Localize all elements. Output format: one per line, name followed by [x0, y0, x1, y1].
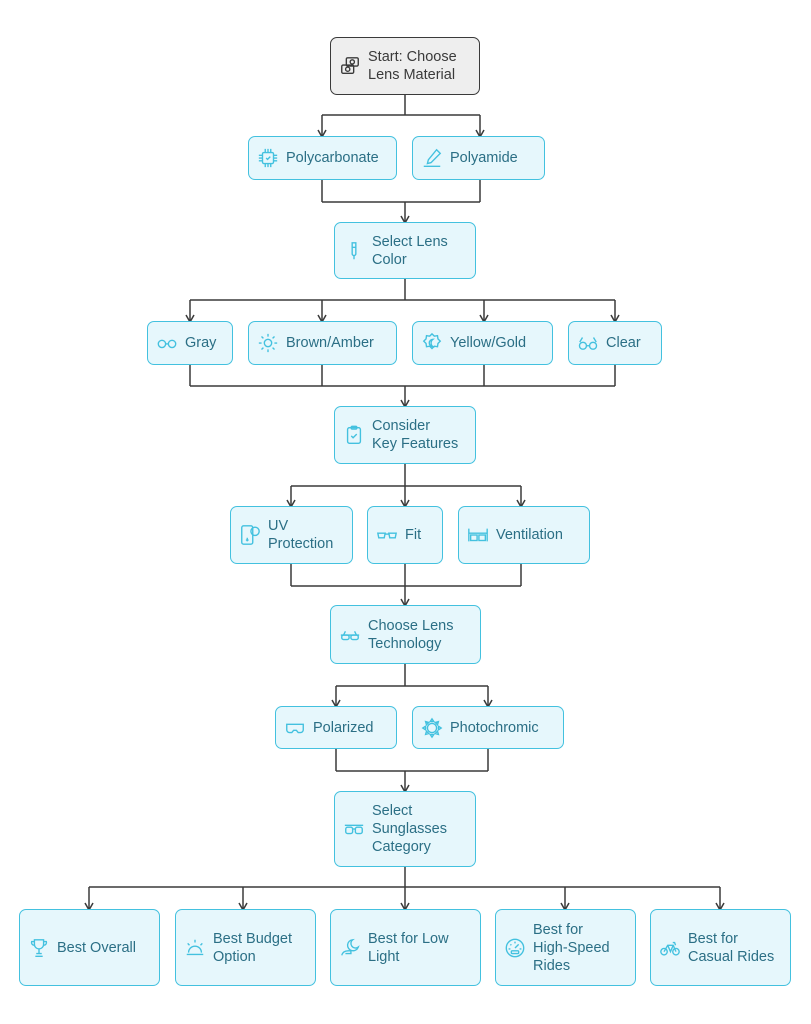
connector: [321, 180, 481, 203]
connector: [190, 279, 615, 301]
photochromic-label: Photochromic: [450, 719, 539, 736]
best-overall-label: Best Overall: [57, 939, 136, 956]
polyamide-label: Polyamide: [450, 150, 518, 166]
select-sunglasses-category-label: Select Sunglasses Category: [372, 803, 447, 855]
connector: [336, 664, 488, 687]
sunrise-icon: [184, 937, 206, 959]
trophy-icon: [28, 937, 50, 959]
eyewear-icon: [339, 624, 361, 646]
glasses-icon: [376, 524, 398, 546]
goggles-icon: [467, 524, 489, 546]
fit-node: Fit: [367, 506, 443, 564]
best-budget-option-label: Best Budget Option: [213, 930, 292, 965]
polyamide-node: Polyamide: [412, 136, 545, 180]
connector: [189, 365, 616, 387]
connector: [89, 867, 720, 888]
polarized-label: Polarized: [313, 719, 374, 736]
sun-icon: [257, 332, 279, 354]
camera-icon: [339, 55, 361, 77]
consider-key-features-label: Consider Key Features: [372, 418, 459, 452]
uv-shield-icon: [239, 524, 261, 546]
gray-node: Gray: [147, 321, 233, 365]
pen-icon: [421, 147, 443, 169]
sun-badge-icon: [421, 332, 443, 354]
uv-protection-label: UV Protection: [268, 518, 334, 552]
moon-icon: [339, 937, 361, 959]
gray-label: Gray: [185, 335, 217, 351]
best-overall-node: Best Overall: [19, 909, 160, 986]
sunglasses-icon: [343, 818, 365, 840]
connector: [290, 564, 522, 587]
connector: [291, 464, 521, 487]
connector: [335, 749, 489, 772]
polycarbonate-label: Polycarbonate: [286, 150, 379, 166]
glasses-icon: [156, 332, 178, 354]
best-for-low-light-node: Best for Low Light: [330, 909, 481, 986]
start-node-label: Start: Choose Lens Material: [368, 49, 457, 83]
consider-key-features-node: Consider Key Features: [334, 406, 476, 464]
ventilation-node: Ventilation: [458, 506, 590, 564]
select-lens-color-node: Select Lens Color: [334, 222, 476, 279]
dropper-icon: [343, 240, 365, 262]
photochromic-node: Photochromic: [412, 706, 564, 749]
start-node: Start: Choose Lens Material: [330, 37, 480, 95]
speedometer-icon: [504, 937, 526, 959]
clipboard-check-icon: [343, 424, 365, 446]
clear-label: Clear: [606, 335, 641, 351]
uv-protection-node: UV Protection: [230, 506, 353, 564]
best-for-high-speed-rides-label: Best for High-Speed Rides: [533, 921, 610, 974]
yellow-gold-node: Yellow/Gold: [412, 321, 553, 365]
best-for-high-speed-rides-node: Best for High-Speed Rides: [495, 909, 636, 986]
select-lens-color-label: Select Lens Color: [372, 233, 448, 268]
choose-lens-technology-node: Choose Lens Technology: [330, 605, 481, 664]
bicycle-icon: [659, 937, 681, 959]
brown-amber-label: Brown/Amber: [286, 335, 374, 351]
connector: [322, 95, 480, 116]
select-sunglasses-category-node: Select Sunglasses Category: [334, 791, 476, 867]
best-for-casual-rides-label: Best for Casual Rides: [688, 930, 775, 965]
brown-amber-node: Brown/Amber: [248, 321, 397, 365]
gear-sun-icon: [421, 717, 443, 739]
ventilation-label: Ventilation: [496, 527, 563, 543]
fit-label: Fit: [405, 527, 422, 543]
best-for-low-light-label: Best for Low Light: [368, 930, 449, 965]
visor-icon: [284, 717, 306, 739]
round-glasses-icon: [577, 332, 599, 354]
clear-node: Clear: [568, 321, 662, 365]
best-budget-option-node: Best Budget Option: [175, 909, 316, 986]
chip-icon: [257, 147, 279, 169]
best-for-casual-rides-node: Best for Casual Rides: [650, 909, 791, 986]
yellow-gold-label: Yellow/Gold: [450, 335, 527, 351]
polarized-node: Polarized: [275, 706, 397, 749]
polycarbonate-node: Polycarbonate: [248, 136, 397, 180]
choose-lens-technology-label: Choose Lens Technology: [368, 617, 454, 652]
